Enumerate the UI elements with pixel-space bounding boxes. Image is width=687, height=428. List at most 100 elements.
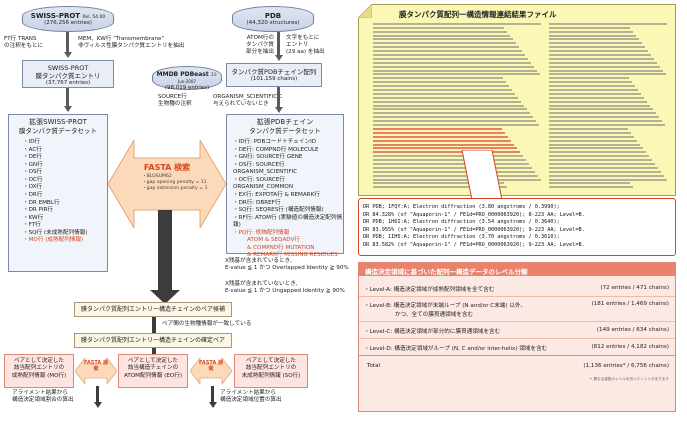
organism-note: ORGANISM_SCIENTIFICに与えられていないとき [213, 94, 283, 107]
arrow-final-1 [96, 386, 99, 404]
doc-text-line [373, 162, 529, 165]
ext-pdb-dataset: 拡張PDBチェイン タンパク質データセット ・ID行: PDBコード＋チェインI… [226, 114, 344, 258]
doc-text-line [549, 124, 665, 127]
doc-text-line [549, 92, 641, 95]
doc-text-line [549, 174, 664, 177]
arrow-extsp-stem [66, 88, 69, 108]
doc-text-line [549, 73, 666, 76]
sp-membrane-count: (37,767 entries) [45, 80, 91, 87]
align-note-1: アライメント結果から構造決定領域割合の算出 [12, 390, 74, 403]
mmdb-count: (98,019 entries) [164, 85, 210, 92]
doc-text-line [549, 151, 646, 154]
doc-text-line [373, 124, 539, 127]
doc-text-line [373, 120, 536, 123]
doc-text-line [549, 57, 654, 60]
ext-pdb-item-6: ・DR行: DBREF行 [233, 199, 281, 206]
ext-sp-item-5: ・OC行 [23, 176, 43, 183]
doc-text-line [373, 34, 510, 37]
ext-pdb-item-3: ・OS行: SOURCE行 ORGANISM_SCIENTIFIC [233, 161, 298, 176]
doc-fold-corner [358, 4, 372, 18]
condition-1: X残基が含まれているとき、E-value ≦ 1 かつ Overlapped I… [225, 258, 349, 271]
fasta-arrow-2 [190, 356, 232, 386]
fasta-search-2: FASTA 検索 [199, 360, 223, 372]
ext-pdb-item-7: ・SQ行: SEQRES行 (構造配列情報) [233, 207, 324, 214]
ext-pdb-title: 拡張PDBチェイン [256, 118, 314, 126]
fasta-arrow-1 [75, 356, 117, 386]
doc-text-line [373, 57, 528, 60]
doc-text-line [373, 50, 522, 53]
doc-text-line [549, 135, 634, 138]
doc-text-line [373, 38, 513, 41]
doc-text-line [373, 77, 503, 80]
swissprot-database: SWISS-PROT Rel. 54.00 (276,256 entries) [22, 6, 114, 32]
doc-text-line [549, 127, 628, 130]
level-d-row: ・Level-D: 構造決定領域がループ (N, C and/or inter-… [359, 340, 675, 356]
doc-text-line [549, 108, 653, 111]
doc-text-line [549, 143, 640, 146]
align-note-2: アライメント結果から構造決定領域位置の算出 [220, 390, 282, 403]
kw-note: MEM、KW行 “Transmembrane”非ヴィルス性膜タンパク質エントリを… [78, 36, 185, 49]
doc-text-line [549, 100, 647, 103]
doc-text-line [549, 22, 667, 25]
doc-title: 膜タンパク質配列一構造情報連結結果ファイル [399, 10, 557, 19]
ext-sp-item-10: ・KW行 [23, 214, 44, 221]
ext-sp-item-11: ・FT行 [23, 222, 41, 229]
doc-text-line [549, 65, 660, 68]
arrow-sp-stem [66, 32, 69, 54]
doc-text-line [373, 116, 533, 119]
ext-pdb-pq-item: ・PQ行: 修飾配列情報 [233, 229, 290, 236]
fasta-search-1: FASTA 検索 [84, 360, 108, 372]
zoom-line-4: DR PDB; 1IH5:A; Electron diffraction (3.… [363, 234, 560, 241]
zoom-line-2: DR PDB; 1H6I:A; Electron diffraction (3.… [363, 219, 560, 226]
doc-text-line [373, 54, 525, 57]
doc-text-line [373, 112, 530, 115]
level-a-value: (72 entries / 471 chains) [600, 285, 669, 291]
level-d-label: ・Level-D: 構造決定領域がループ (N, C and/or inter-… [364, 346, 548, 352]
ext-pdb-item-0: ・ID行: PDBコード＋チェインID [233, 139, 317, 146]
doc-text-line [373, 139, 511, 142]
ext-sp-item-0: ・ID行 [23, 139, 41, 146]
doc-text-line [373, 151, 520, 154]
level-c-value: (149 entries / 634 chains) [596, 327, 669, 333]
total-row: Total (1,136 entries* / 6,756 chains) [359, 360, 675, 376]
doc-text-line [549, 42, 642, 45]
ext-sp-mo-item: ・MO行 (成熟配列情報) [23, 237, 84, 244]
doc-text-line [549, 96, 644, 99]
source-note: SOURCE行生物種の注釈 [158, 94, 192, 107]
left-diagram: SWISS-PROT Rel. 54.00 (276,256 entries) … [4, 6, 349, 408]
doc-text-line [373, 100, 521, 103]
doc-text-line [373, 143, 514, 146]
doc-text-line [549, 26, 630, 29]
doc-text-line [373, 85, 509, 88]
doc-text-line [549, 85, 635, 88]
right-panel: 膜タンパク質配列一構造情報連結結果ファイル DR PDB; 1FQY:A; El… [352, 0, 687, 428]
doc-text-line [373, 89, 512, 92]
so-box: ペアとして決定した該当配列エントリの未成熟配列情報 (SO行) [234, 354, 308, 388]
doc-text-line [549, 166, 658, 169]
zoom-line-3: DR 83.955% (of "Aquaporin-1" / FE1d=PRO_… [363, 226, 585, 233]
doc-text-line [549, 178, 667, 181]
doc-text-line [549, 54, 651, 57]
atom-note: ATOM行のタンパク質部分を抽出 [246, 35, 274, 55]
swissprot-release: Rel. 54.00 [82, 15, 106, 20]
sp-membrane-title: SWISS-PROT [47, 64, 89, 72]
doc-text-line [549, 34, 636, 37]
level-c-label: ・Level-C: 構造決定領域が部分的に膜貫通領域を含む [364, 329, 501, 335]
doc-column-1 [373, 21, 543, 193]
pdb-chain-count: (101,159 chains) [250, 76, 298, 83]
doc-text-line [373, 131, 505, 134]
doc-text-line [373, 104, 524, 107]
doc-text-line [549, 182, 630, 185]
doc-text-line [549, 30, 633, 33]
doc-text-line [373, 61, 531, 64]
doc-text-line [549, 38, 639, 41]
doc-text-line [373, 174, 538, 177]
total-value: (1,136 entries* / 6,756 chains) [583, 363, 669, 369]
fasta-search-left: FASTA 検索 [143, 163, 191, 172]
candidate-pairs-scroll: 膜タンパク質配列エントリー構造チェインのペア候補 [74, 302, 232, 317]
condition-2: X残基が含まれていないとき、E-value ≦ 1 かつ Ungapped Id… [225, 281, 345, 294]
level-c-row: ・Level-C: 構造決定領域が部分的に膜貫通領域を含む (149 entri… [359, 323, 675, 339]
doc-body [373, 21, 669, 193]
